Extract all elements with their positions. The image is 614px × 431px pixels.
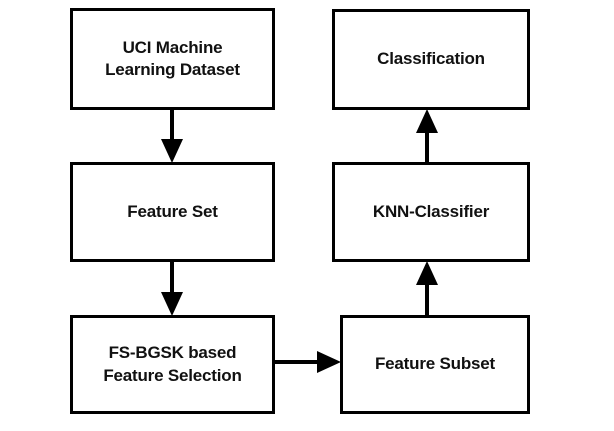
node-classification[interactable]: Classification bbox=[332, 9, 530, 110]
arrowhead-up-icon bbox=[416, 109, 438, 133]
node-feature-set[interactable]: Feature Set bbox=[70, 162, 275, 262]
arrowhead-right-icon bbox=[317, 351, 341, 373]
node-label: Feature Subset bbox=[374, 354, 495, 374]
node-label: Classification bbox=[377, 49, 485, 69]
node-label: UCI Machine Learning Dataset bbox=[105, 37, 240, 79]
node-label: FS-BGSK based Feature Selection bbox=[103, 343, 242, 385]
node-feature-subset[interactable]: Feature Subset bbox=[340, 315, 530, 414]
arrowhead-down-icon bbox=[161, 139, 183, 163]
node-knn-classifier[interactable]: KNN-Classifier bbox=[332, 162, 530, 262]
node-uci-machine-learning-dataset[interactable]: UCI Machine Learning Dataset bbox=[70, 8, 275, 110]
node-label: KNN-Classifier bbox=[372, 201, 490, 221]
arrowhead-up-icon bbox=[416, 261, 438, 285]
node-fs-bgsk-feature-selection[interactable]: FS-BGSK based Feature Selection bbox=[70, 315, 275, 414]
node-label: Feature Set bbox=[127, 201, 218, 221]
arrowhead-down-icon bbox=[161, 292, 183, 316]
